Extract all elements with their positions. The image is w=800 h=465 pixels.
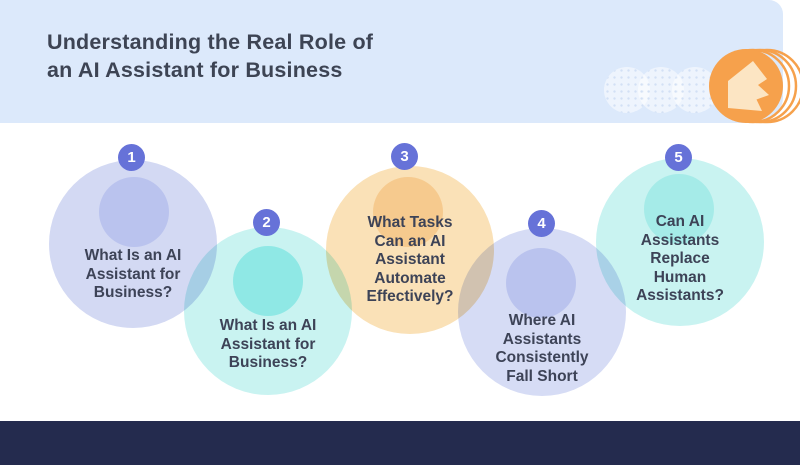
stage-1-label-line: Assistant for	[85, 265, 181, 283]
stage-2-label: What Is an AI Assistant for Business?	[184, 317, 352, 373]
stage-4-label-line: Fall Short	[506, 367, 578, 385]
stage-2-inner-circle	[233, 246, 303, 316]
stage-3-number-badge: 3	[391, 143, 418, 170]
stage-5-label-line: Assistants?	[636, 287, 724, 304]
stage-2: What Is an AI Assistant for Business? 2	[184, 209, 352, 395]
stage-3-label: What Tasks Can an AI Assistant Automate …	[326, 214, 494, 307]
stage-2-label-line: Assistant for	[220, 335, 316, 353]
stage-3-label-line: Can an AI	[374, 232, 446, 250]
page-title: Understanding the Real Role of an AI Ass…	[47, 28, 373, 84]
stage-4-label-line: Where AI	[508, 312, 576, 329]
stage-2-label-line: Business?	[228, 354, 308, 371]
stage-5-inner-circle	[644, 174, 714, 244]
stage-2-label-line: What Is an AI	[219, 317, 317, 334]
page-title-line2: an AI Assistant for Business	[47, 58, 343, 82]
stage-4-inner-circle	[506, 248, 576, 318]
stage-3-label-line: Effectively?	[366, 288, 454, 305]
stage-5-label-line: Human	[653, 268, 707, 286]
stage-4-label: Where AI Assistants Consistently Fall Sh…	[458, 312, 626, 386]
stage-4-label-line: Assistants	[502, 330, 582, 348]
stage-3-label-line: Automate	[374, 269, 446, 287]
stage-5: Can AI Assistants Replace Human Assistan…	[596, 144, 764, 326]
page-title-line1: Understanding the Real Role of	[47, 30, 374, 54]
footer-bar	[0, 421, 800, 465]
stage-1-label-line: What Is an AI	[84, 247, 182, 264]
stage-1-number-badge: 1	[118, 144, 145, 171]
stage-5-label-line: Replace	[650, 250, 710, 267]
coins-arrow-icon	[709, 48, 800, 124]
stage-5-label-line: Can AI	[655, 213, 705, 230]
stage-3-label-line: Assistant	[375, 251, 445, 268]
stage-1-label-line: Business?	[93, 284, 173, 301]
stage-4-number-badge: 4	[528, 210, 555, 237]
stage-5-number-badge: 5	[665, 144, 692, 171]
header-banner: Understanding the Real Role of an AI Ass…	[0, 0, 800, 124]
stage-3-inner-circle	[373, 177, 443, 247]
stage-1-label: What Is an AI Assistant for Business?	[49, 247, 217, 303]
stage-5-label-line: Assistants	[640, 231, 720, 249]
stage-1-inner-circle	[99, 177, 169, 247]
stage-5-label: Can AI Assistants Replace Human Assistan…	[596, 213, 764, 306]
stage-4-label-line: Consistently	[495, 349, 589, 366]
stage-2-number-badge: 2	[253, 209, 280, 236]
stage-3-label-line: What Tasks	[367, 214, 453, 231]
